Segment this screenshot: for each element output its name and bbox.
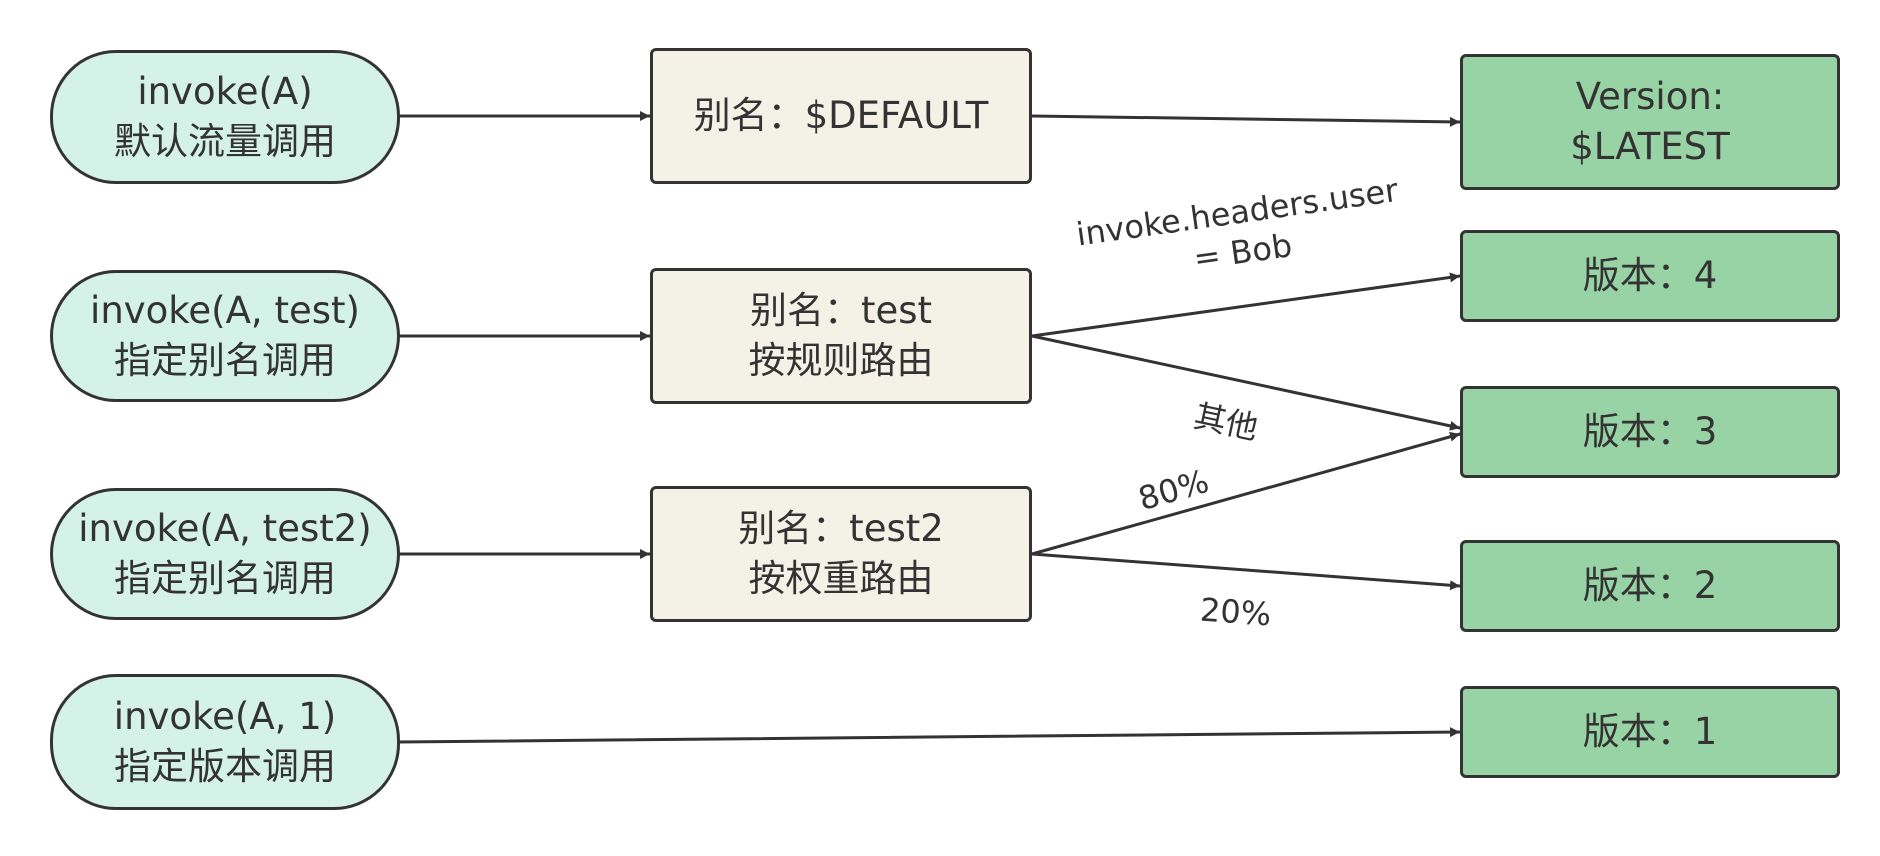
call-node-test2: invoke(A, test2) 指定别名调用 [50, 488, 400, 620]
call-node-test2-line1: invoke(A, test2) [78, 507, 372, 550]
alias-node-test2-line2: 按权重路由 [748, 557, 934, 600]
version-node-3: 版本：3 [1460, 386, 1840, 478]
edge-alias-test2-to-version-2 [1030, 552, 1462, 591]
call-node-default: invoke(A) 默认流量调用 [50, 50, 400, 184]
edge-call-version-to-version-1 [396, 727, 1462, 744]
version-node-1-line1: 版本：1 [1582, 710, 1718, 753]
call-node-version-line1: invoke(A, 1) [113, 695, 337, 738]
call-node-test2-line2: 指定别名调用 [114, 557, 336, 600]
version-node-4: 版本：4 [1460, 230, 1840, 322]
edge-label-weight-20: 20% [1198, 590, 1273, 634]
version-node-3-line1: 版本：3 [1582, 410, 1718, 453]
call-node-default-line1: invoke(A) [137, 70, 313, 113]
version-node-2-line1: 版本：2 [1582, 564, 1718, 607]
alias-node-test-line1: 别名：test [749, 289, 933, 332]
call-node-default-line2: 默认流量调用 [114, 120, 336, 163]
version-node-4-line1: 版本：4 [1582, 254, 1718, 297]
alias-node-test: 别名：test 按规则路由 [650, 268, 1032, 404]
version-node-1: 版本：1 [1460, 686, 1840, 778]
alias-node-default-line1: 别名：$DEFAULT [693, 94, 989, 137]
call-node-test: invoke(A, test) 指定别名调用 [50, 270, 400, 402]
alias-node-test-line2: 按规则路由 [748, 339, 934, 382]
edge-alias-test2-to-version-3 [1030, 431, 1462, 556]
version-node-2: 版本：2 [1460, 540, 1840, 632]
alias-node-test2: 别名：test2 按权重路由 [650, 486, 1032, 622]
call-node-test-line2: 指定别名调用 [114, 339, 336, 382]
call-node-version-line2: 指定版本调用 [114, 745, 336, 788]
version-node-latest-line2: $LATEST [1570, 125, 1730, 168]
call-node-version: invoke(A, 1) 指定版本调用 [50, 674, 400, 810]
edge-alias-test-to-version-4 [1030, 272, 1462, 338]
version-node-latest-line1: Version: [1575, 75, 1725, 118]
alias-node-test2-line1: 别名：test2 [738, 507, 944, 550]
edge-alias-default-to-version-latest [1030, 114, 1462, 127]
edge-alias-test-to-version-3 [1030, 334, 1462, 431]
version-node-latest: Version: $LATEST [1460, 54, 1840, 190]
call-node-test-line1: invoke(A, test) [90, 289, 360, 332]
alias-node-default: 别名：$DEFAULT [650, 48, 1032, 184]
